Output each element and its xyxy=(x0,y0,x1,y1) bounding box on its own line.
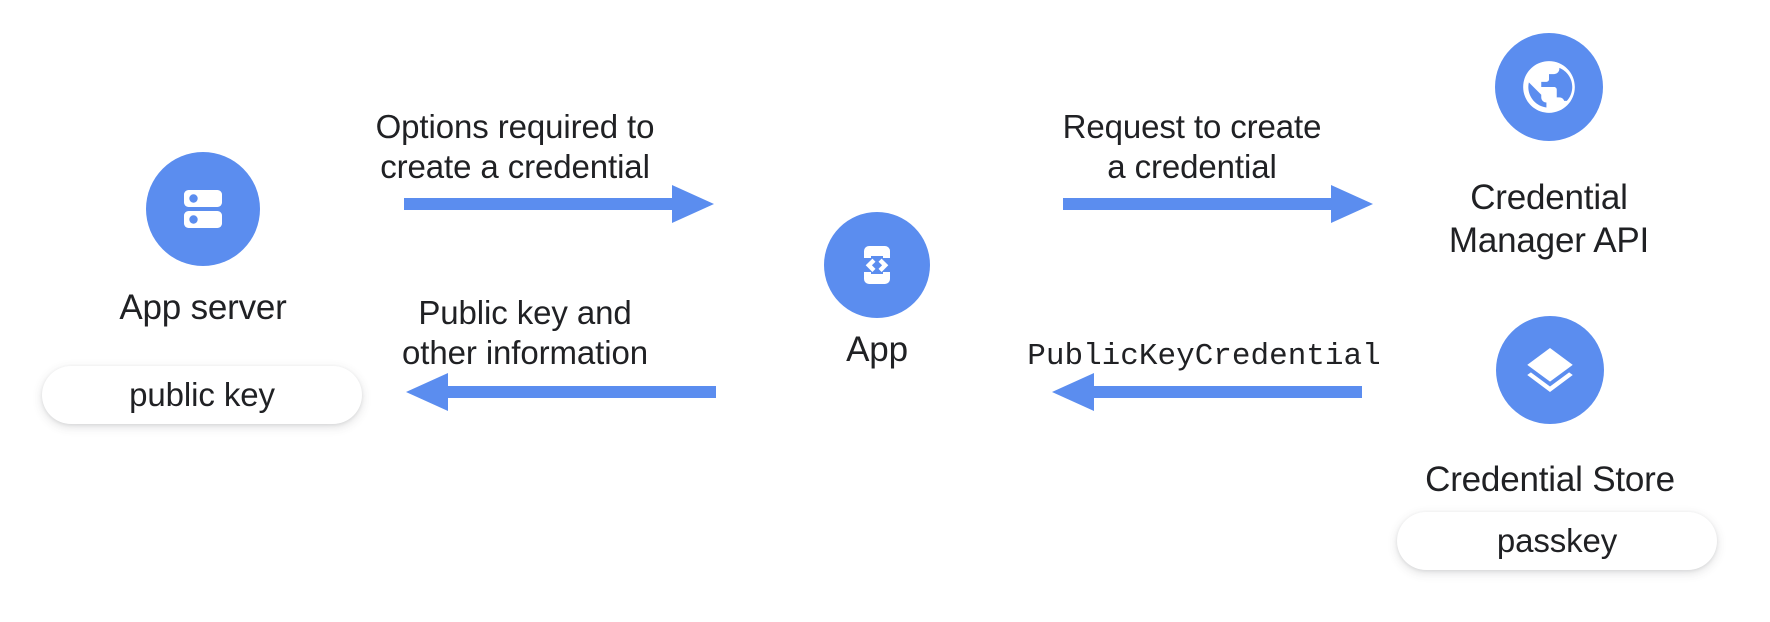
server-icon xyxy=(172,178,234,240)
arrow-label-public-key-and-other-information: Public key and other information xyxy=(402,294,648,371)
app-code-device-icon xyxy=(848,236,906,294)
credential-store-icon-badge xyxy=(1496,316,1604,424)
arrow-label-options-required: Options required to create a credential xyxy=(375,108,655,185)
globe-icon xyxy=(1518,56,1580,118)
arrow-label-publickeycredential: PublicKeyCredential xyxy=(1027,339,1381,374)
arrow-head-right-icon xyxy=(672,185,714,223)
app-server-label: App server xyxy=(119,288,287,327)
arrow-label-request-to-create: Request to create a credential xyxy=(1062,108,1322,185)
arrow-shaft xyxy=(446,386,716,398)
arrow-head-left-icon xyxy=(406,373,448,411)
credential-manager-api-icon-badge xyxy=(1495,33,1603,141)
app-icon-badge xyxy=(824,212,930,318)
arrow-head-right-icon xyxy=(1331,185,1373,223)
credential-store-label: Credential Store xyxy=(1425,460,1675,499)
app-label: App xyxy=(846,330,908,369)
arrow-shaft xyxy=(1063,198,1333,210)
credential-manager-api-label: Credential Manager API xyxy=(1448,178,1650,260)
credential-store-pill-passkey: passkey xyxy=(1397,512,1717,570)
arrow-head-left-icon xyxy=(1052,373,1094,411)
arrow-shaft xyxy=(1092,386,1362,398)
layers-icon xyxy=(1519,339,1581,401)
app-server-pill-public-key: public key xyxy=(42,366,362,424)
arrow-shaft xyxy=(404,198,674,210)
app-server-icon-badge xyxy=(146,152,260,266)
